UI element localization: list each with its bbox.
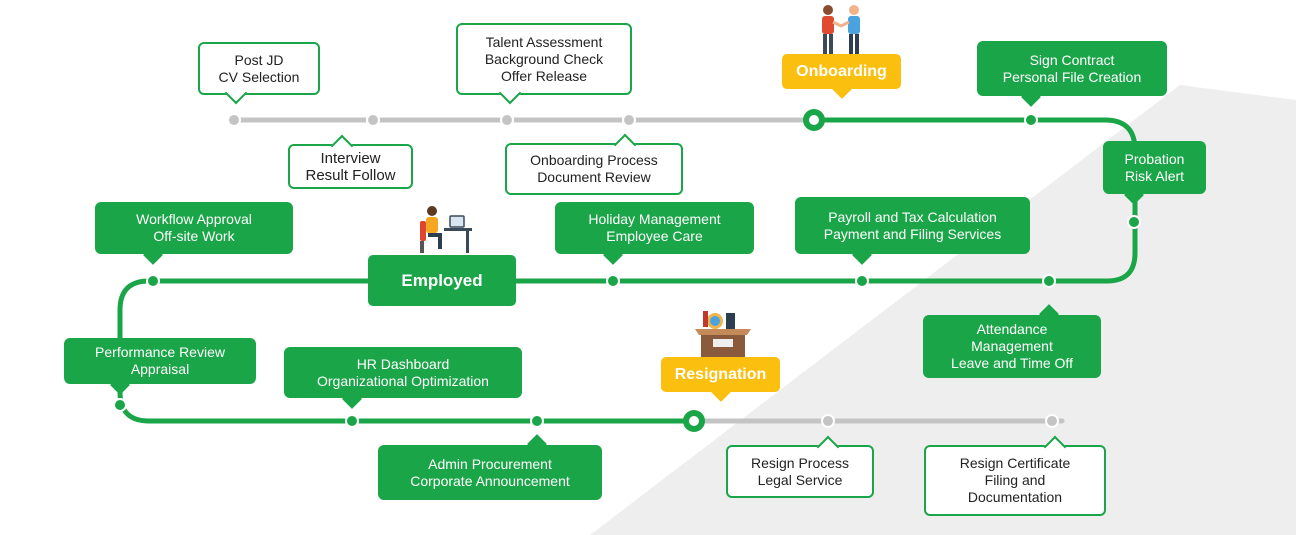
handshake-icon (822, 5, 860, 54)
step-admin-line-2: Corporate Announcement (410, 472, 570, 489)
stage-employed-label: Employed (401, 270, 483, 290)
step-talent-assessment: Talent Assessment Background Check Offer… (456, 23, 632, 105)
step-sign-contract-line-2: Personal File Creation (1002, 68, 1142, 85)
stage-onboarding-label: Onboarding (796, 62, 887, 80)
step-interview: Interview Result Follow (288, 134, 413, 189)
stage-employed: Employed (368, 255, 516, 306)
step-talent-line-1: Talent Assessment (485, 33, 603, 50)
track-dot-admin (530, 414, 544, 428)
track-dot-resign-certificate (1045, 414, 1059, 428)
track-dot-talent-assessment (500, 113, 514, 127)
step-payroll-line-1: Payroll and Tax Calculation (828, 208, 997, 225)
step-probation: Probation Risk Alert (1103, 141, 1206, 205)
track-dot-probation (1127, 215, 1141, 229)
person-at-desk-icon (420, 206, 472, 253)
step-payroll: Payroll and Tax Calculation Payment and … (795, 197, 1030, 265)
step-post-jd-line-2: CV Selection (218, 68, 300, 85)
box-with-items-icon (695, 311, 751, 357)
step-resign-process-line-1: Resign Process (750, 454, 850, 471)
stage-resignation-label: Resignation (674, 365, 767, 383)
step-performance-review: Performance Review Appraisal (64, 338, 256, 395)
track-dot-interview (366, 113, 380, 127)
step-onboarding-process: Onboarding Process Document Review (505, 133, 683, 195)
track-dot-attendance (1042, 274, 1056, 288)
step-onboarding-process-line-1: Onboarding Process (530, 152, 658, 168)
track-dot-post-jd (227, 113, 241, 127)
track-dot-onboarding-process (622, 113, 636, 127)
step-sign-contract: Sign Contract Personal File Creation (977, 41, 1167, 107)
step-attendance-line-2: Management (971, 338, 1053, 354)
step-talent-line-3: Offer Release (500, 67, 588, 84)
step-holiday-management: Holiday Management Employee Care (555, 202, 754, 265)
step-post-jd: Post JD CV Selection (198, 42, 320, 105)
step-probation-line-2: Risk Alert (1124, 167, 1185, 184)
step-resign-certificate-line-1: Resign Certificate (959, 455, 1071, 471)
step-attendance: Attendance Management Leave and Time Off (923, 304, 1101, 378)
step-resign-certificate: Resign Certificate Filing and Documentat… (924, 435, 1106, 516)
step-performance-line-1: Performance Review (95, 344, 225, 360)
step-resign-process-line-2: Legal Service (757, 471, 843, 488)
step-admin-procurement: Admin Procurement Corporate Announcement (378, 434, 602, 500)
step-workflow-line-1: Workflow Approval (136, 211, 252, 227)
track-dot-sign-contract (1024, 113, 1038, 127)
step-admin-line-1: Admin Procurement (428, 455, 552, 472)
step-sign-contract-line-1: Sign Contract (1029, 51, 1115, 68)
step-holiday-line-1: Holiday Management (588, 211, 721, 227)
step-hr-dashboard-line-1: HR Dashboard (356, 355, 450, 372)
step-interview-line-2: Result Follow (305, 166, 396, 184)
track-dot-hr-dashboard (345, 414, 359, 428)
step-hr-dashboard: HR Dashboard Organizational Optimization (284, 347, 522, 409)
step-onboarding-process-line-2: Document Review (537, 169, 651, 185)
step-resign-certificate-line-3: Documentation (967, 489, 1063, 505)
track-dot-payroll (855, 274, 869, 288)
step-holiday-line-2: Employee Care (606, 228, 703, 244)
stage-onboarding: Onboarding (782, 54, 901, 99)
step-payroll-line-2: Payment and Filing Services (823, 225, 1002, 242)
step-workflow-line-2: Off-site Work (153, 228, 235, 244)
stage-resignation: Resignation (661, 357, 780, 402)
track-dot-workflow (146, 274, 160, 288)
step-resign-process: Resign Process Legal Service (726, 435, 874, 498)
step-resign-certificate-line-2: Filing and (984, 472, 1046, 488)
step-talent-line-2: Background Check (484, 50, 604, 67)
step-hr-dashboard-line-2: Organizational Optimization (317, 372, 489, 389)
track-dot-resign-process (821, 414, 835, 428)
step-interview-line-1: Interview (320, 149, 381, 167)
step-post-jd-line-1: Post JD (234, 51, 284, 68)
step-attendance-line-1: Attendance (976, 321, 1048, 337)
step-probation-line-1: Probation (1124, 150, 1185, 167)
track-dot-holiday (606, 274, 620, 288)
track-dot-performance (113, 398, 127, 412)
step-workflow-approval: Workflow Approval Off-site Work (95, 202, 293, 265)
track-dots (113, 109, 1141, 432)
step-performance-line-2: Appraisal (130, 361, 190, 377)
step-attendance-line-3: Leave and Time Off (951, 355, 1073, 371)
